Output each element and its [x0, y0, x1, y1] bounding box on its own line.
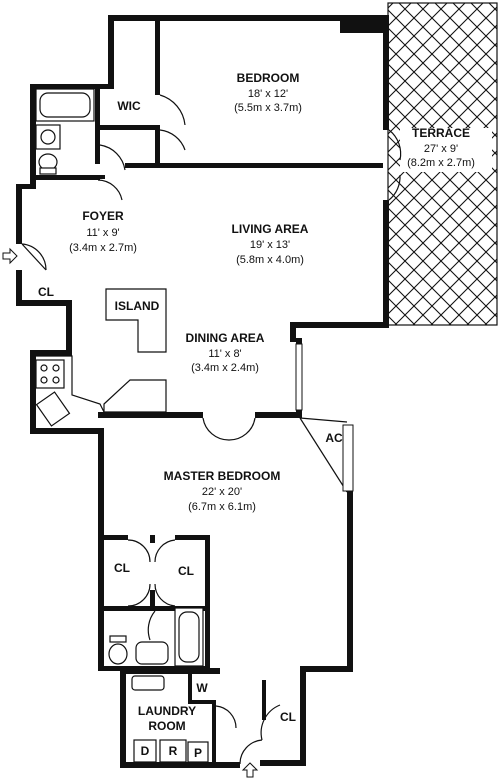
pantry-label: P — [194, 746, 202, 760]
foyer-name: FOYER — [82, 209, 124, 223]
ac-label: AC — [325, 431, 343, 445]
foyer-dims-m: (3.4m x 2.7m) — [69, 242, 137, 254]
terrace — [387, 2, 498, 326]
entry-arrow-icon — [241, 762, 259, 778]
laundry-name: LAUNDRY — [138, 704, 196, 718]
wic-label: WIC — [117, 99, 141, 113]
entry-closet-label: CL — [280, 710, 296, 724]
dining-dims-m: (3.4m x 2.4m) — [191, 362, 259, 374]
terrace-dims-m: (8.2m x 2.7m) — [407, 157, 475, 169]
closet-right-label: CL — [178, 564, 194, 578]
interior-walls — [36, 20, 383, 764]
master-name: MASTER BEDROOM — [164, 469, 281, 483]
bedroom-dims-m: (5.5m x 3.7m) — [234, 102, 302, 114]
dryer-label: D — [141, 744, 150, 758]
washer-label: W — [196, 681, 208, 695]
bedroom-name: BEDROOM — [237, 71, 300, 85]
terrace-dims-ft: 27' x 9' — [424, 143, 458, 155]
living-dims-m: (5.8m x 4.0m) — [236, 254, 304, 266]
room-labels: BEDROOM 18' x 12' (5.5m x 3.7m) WIC TERR… — [38, 71, 475, 760]
dining-name: DINING AREA — [186, 331, 265, 345]
living-name: LIVING AREA — [232, 222, 309, 236]
foyer-closet-label: CL — [38, 285, 54, 299]
dining-dims-ft: 11' x 8' — [208, 348, 241, 360]
doors-and-details — [21, 88, 402, 765]
master-dims-m: (6.7m x 6.1m) — [188, 501, 256, 513]
bedroom-dims-ft: 18' x 12' — [248, 88, 288, 100]
living-dims-ft: 19' x 13' — [250, 239, 290, 251]
laundry-name-line2: ROOM — [148, 719, 185, 733]
master-dims-ft: 22' x 20' — [202, 486, 242, 498]
island-label: ISLAND — [115, 299, 160, 313]
refrigerator-label: R — [169, 744, 178, 758]
entry-arrow-icon — [2, 247, 18, 265]
foyer-dims-ft: 11' x 9' — [86, 227, 119, 239]
terrace-name: TERRACE — [412, 126, 470, 140]
closet-left-label: CL — [114, 561, 130, 575]
